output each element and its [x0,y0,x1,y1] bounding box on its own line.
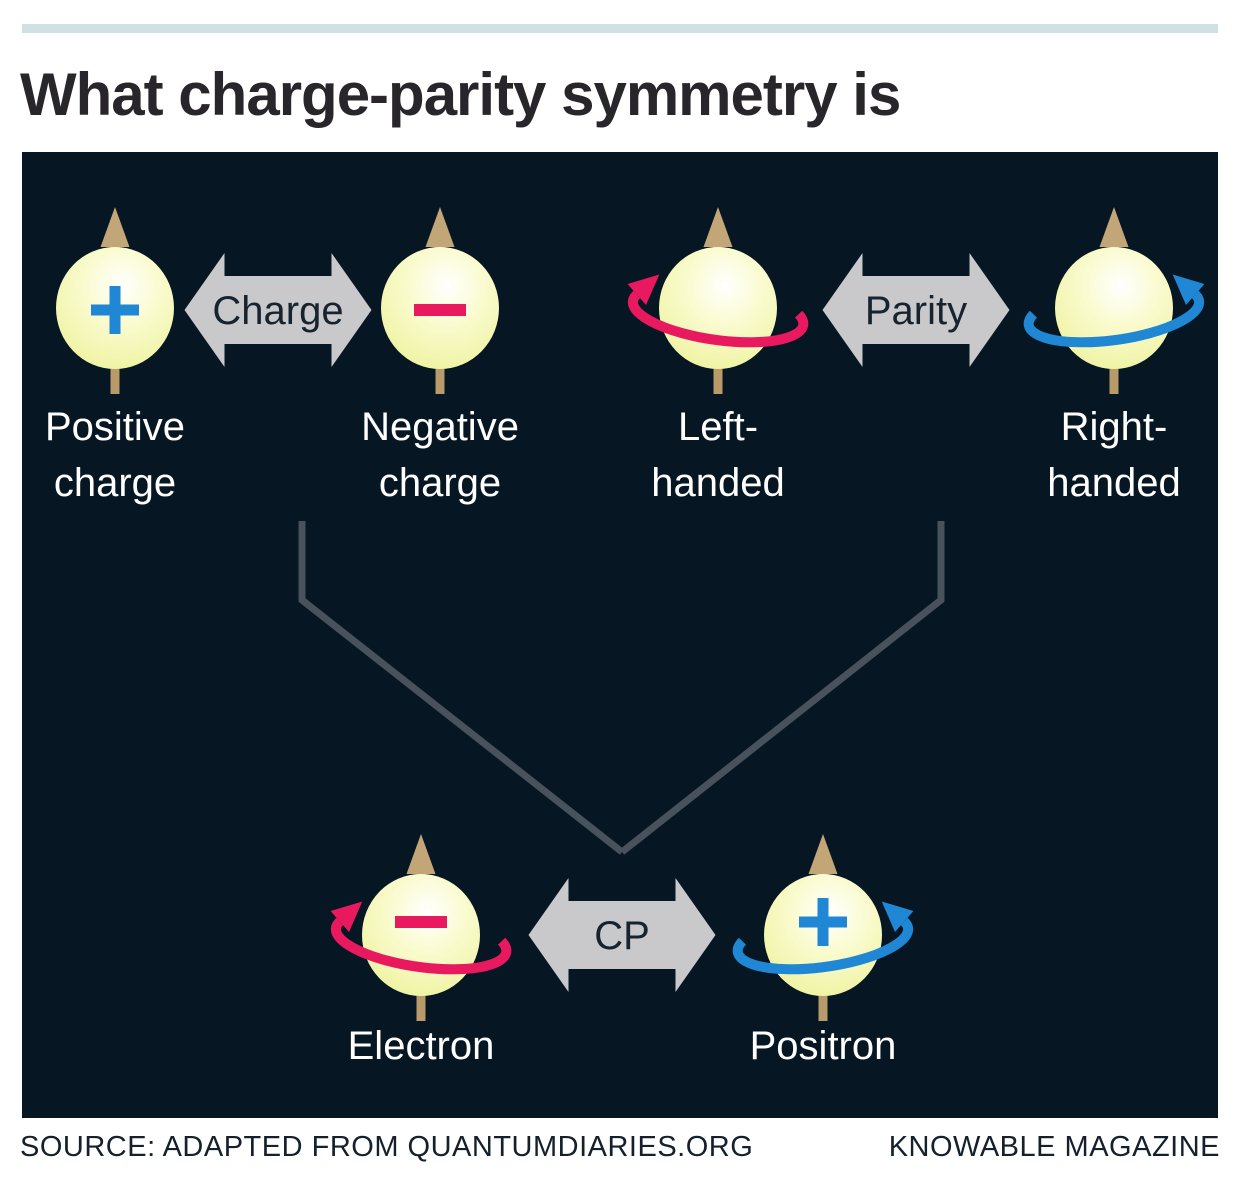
negative-charge-sphere [381,207,499,394]
particle-sphere [362,874,480,996]
diagram-svg: Charge Parity [45,207,1218,1068]
positron-sphere [734,834,920,1021]
negative-charge-label-line2: charge [379,461,501,505]
cp-arrow-icon: CP [528,878,716,992]
minus-icon [395,916,447,928]
electron-label: Electron [348,1024,495,1068]
footer: SOURCE: ADAPTED FROM QUANTUMDIARIES.ORG … [20,1128,1220,1166]
negative-charge-label-line1: Negative [361,405,519,449]
credit-text: KNOWABLE MAGAZINE [888,1130,1220,1163]
minus-icon [414,304,466,316]
positive-charge-label-line2: charge [54,461,176,505]
parity-arrow-label: Parity [865,289,967,333]
right-handed-label-line1: Right- [1061,405,1168,449]
left-handed-sphere [622,207,808,394]
right-handed-label-line2: handed [1047,461,1180,505]
left-handed-label-line2: handed [651,461,784,505]
positive-charge-sphere [56,207,174,394]
parity-arrow-icon: Parity [822,253,1010,367]
charge-arrow-icon: Charge [184,253,372,367]
connector-line-right [619,521,945,855]
charge-arrow-label: Charge [212,289,343,333]
diagram-panel: Charge Parity [22,152,1218,1118]
particle-sphere [1055,247,1173,369]
cp-arrow-label: CP [594,914,650,958]
electron-sphere [325,834,511,1021]
particle-sphere [659,247,777,369]
positron-label: Positron [750,1024,897,1068]
accent-bar [22,24,1218,33]
positive-charge-label-line1: Positive [45,405,185,449]
connector-line-left [298,521,625,855]
right-handed-sphere [1025,207,1211,394]
left-handed-label-line1: Left- [678,405,758,449]
page-title: What charge-parity symmetry is [20,61,901,128]
source-text: SOURCE: ADAPTED FROM QUANTUMDIARIES.ORG [20,1130,754,1163]
